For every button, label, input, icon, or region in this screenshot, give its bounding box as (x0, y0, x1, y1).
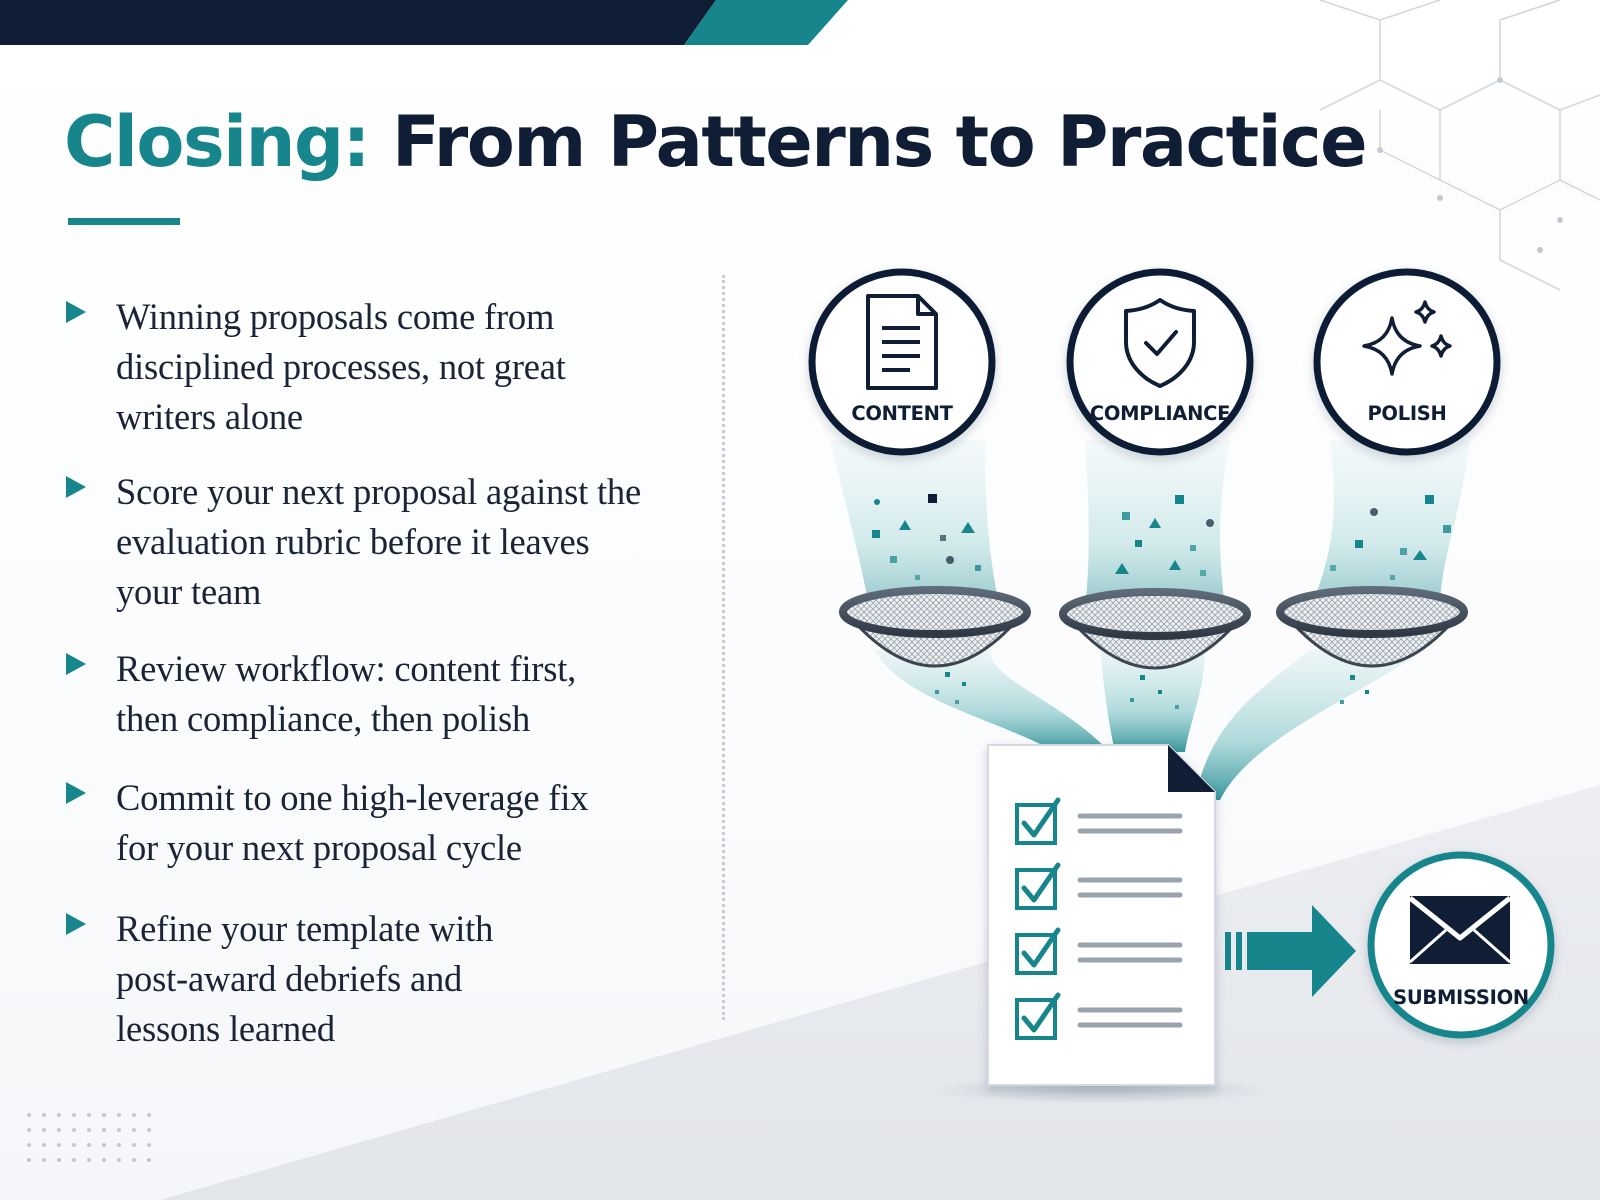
bullet-arrow-icon (66, 653, 86, 675)
bullet-item: Winning proposals come from disciplined … (66, 292, 686, 442)
stage-polish: POLISH (1313, 268, 1501, 456)
sieve-content (839, 586, 1031, 668)
upper-streams (830, 440, 1470, 610)
checklist-row (1015, 992, 1183, 1040)
bullet-text: Review workflow: content first, then com… (116, 644, 576, 744)
bullet-text: Winning proposals come from disciplined … (116, 292, 566, 442)
bullet-item: Score your next proposal against the eva… (66, 467, 686, 617)
hexagon-pattern (1319, 0, 1600, 291)
stage-compliance: COMPLIANCE (1066, 268, 1254, 456)
dot-grid (27, 1113, 151, 1162)
bullet-item: Refine your template with post-award deb… (66, 904, 686, 1054)
bullet-line: for your next proposal cycle (116, 827, 522, 868)
arrow-right-icon (1225, 905, 1356, 997)
checklist-document (930, 744, 1270, 1104)
shield-check-icon (1124, 298, 1196, 388)
stage-content: CONTENT (808, 268, 996, 456)
bullet-arrow-icon (66, 782, 86, 804)
title-underline (68, 218, 180, 225)
bullet-line: Refine your template with (116, 908, 494, 949)
document-icon (866, 294, 938, 390)
bullet-line: lessons learned (116, 1008, 335, 1049)
lower-streams (875, 650, 1425, 800)
bullet-line: Review workflow: content first, (116, 648, 577, 689)
stage-label-compliance: COMPLIANCE (1090, 402, 1230, 425)
stage-label-polish: POLISH (1367, 402, 1446, 425)
bullet-line: Commit to one high-leverage fix (116, 777, 589, 818)
top-accent-bar (0, 0, 848, 45)
checklist-row (1015, 797, 1183, 845)
bullet-arrow-icon (66, 913, 86, 935)
submission-node: SUBMISSION (1367, 851, 1555, 1039)
bullet-line: post-award debriefs and (116, 958, 463, 999)
column-divider (722, 275, 725, 1020)
bullet-line: Score your next proposal against the (116, 471, 641, 512)
bullet-line: your team (116, 571, 262, 612)
submission-label: SUBMISSION (1393, 986, 1529, 1009)
bullet-line: disciplined processes, not great (116, 346, 566, 387)
bullet-line: Winning proposals come from (116, 296, 555, 337)
bullet-arrow-icon (66, 301, 86, 323)
bullet-item: Review workflow: content first, then com… (66, 644, 686, 744)
bullet-arrow-icon (66, 476, 86, 498)
bullet-line: then compliance, then polish (116, 698, 531, 739)
checklist-row (1015, 927, 1183, 975)
bullet-text: Commit to one high-leverage fix for your… (116, 773, 588, 873)
bullet-text: Score your next proposal against the eva… (116, 467, 641, 617)
title-prefix: Closing: (64, 101, 371, 183)
slide-title: Closing: From Patterns to Practice (64, 100, 1368, 184)
bullet-line: evaluation rubric before it leaves (116, 521, 590, 562)
envelope-icon (1408, 896, 1512, 964)
sieve-polish (1276, 586, 1468, 668)
title-main: From Patterns to Practice (391, 101, 1368, 183)
stage-label-content: CONTENT (851, 402, 953, 425)
bullet-item: Commit to one high-leverage fix for your… (66, 773, 686, 873)
filter-particles (872, 494, 1451, 709)
bullet-text: Refine your template with post-award deb… (116, 904, 493, 1054)
sieve-compliance (1059, 588, 1251, 670)
checklist-row (1015, 862, 1183, 910)
bullet-line: writers alone (116, 396, 303, 437)
sparkle-icon (1362, 300, 1452, 376)
